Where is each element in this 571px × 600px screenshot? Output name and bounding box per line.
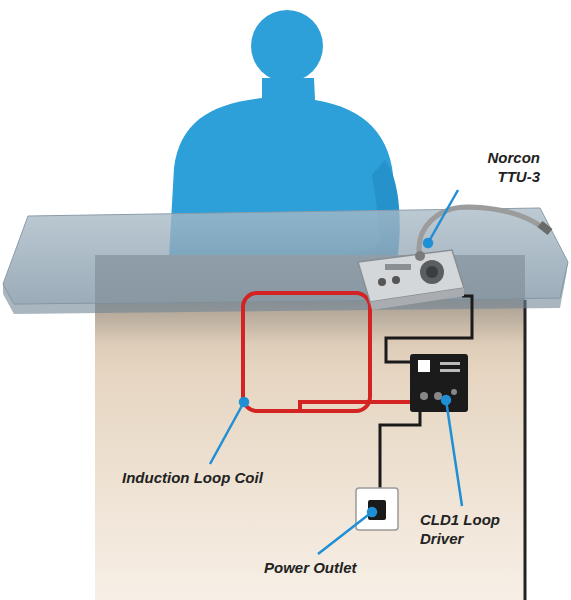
callout-label: CLD1 Loop Driver [420, 510, 520, 548]
power-outlet [356, 488, 398, 530]
counter-lip [3, 262, 568, 314]
callout-label: Power Outlet [264, 558, 384, 577]
callout-label: Induction Loop Coil [122, 468, 292, 487]
callout-label: Norcon TTU-3 [458, 148, 540, 186]
loop-driver [410, 354, 468, 412]
leader-lines [210, 190, 462, 554]
counter-edge [524, 300, 527, 600]
ttu3-device [358, 207, 550, 310]
loop-wire [300, 402, 412, 411]
counter-top [3, 208, 568, 304]
induction-loop [243, 293, 370, 411]
